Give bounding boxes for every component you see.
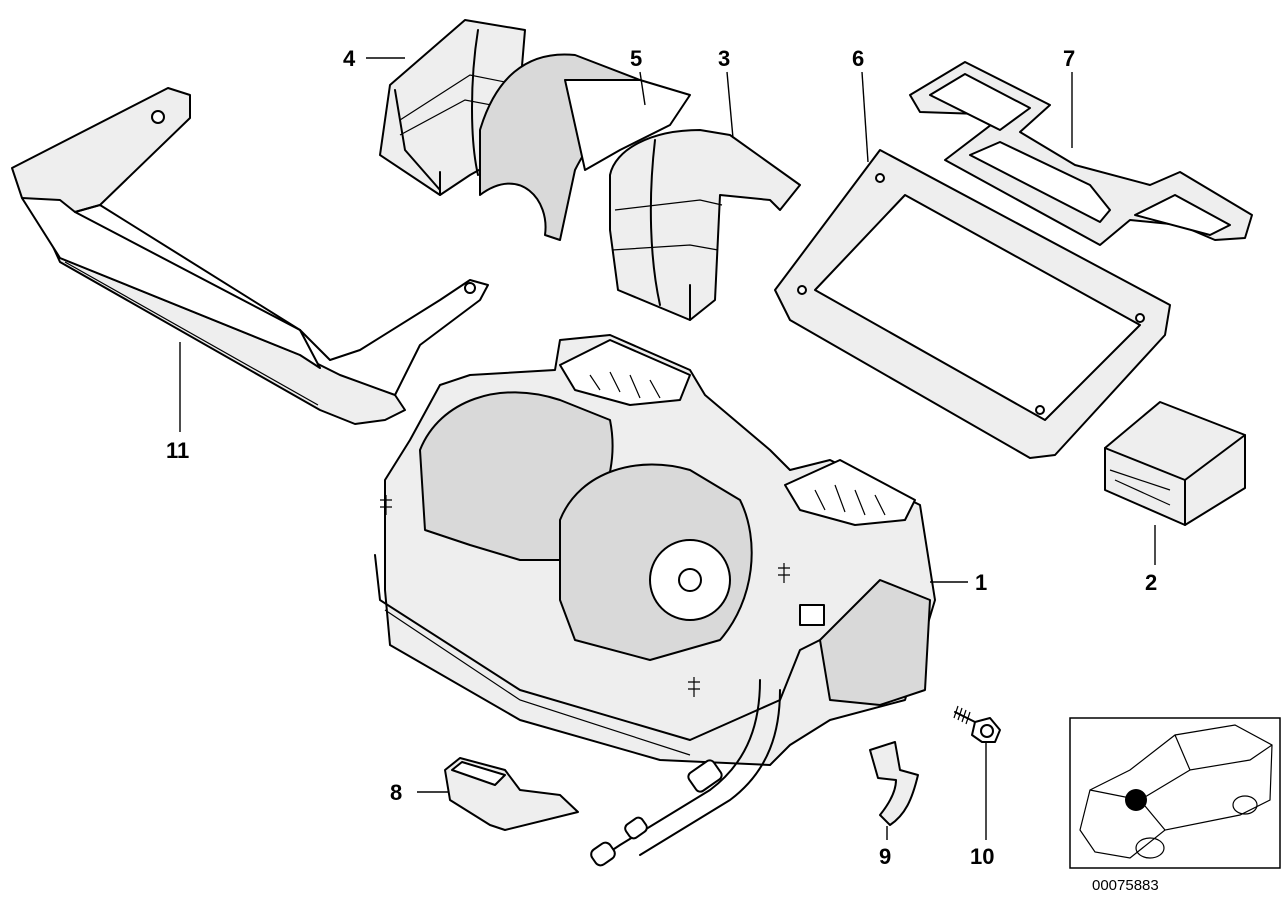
- callout-4: 4: [343, 46, 356, 71]
- callout-3: 3: [718, 46, 730, 71]
- callout-5: 5: [630, 46, 642, 71]
- callout-labels: 4 5 3 6 7 11 1 2 8 9 10 00075883: [166, 46, 1159, 894]
- car-location-inset: [1069, 717, 1281, 869]
- leader-lines: [179, 57, 1156, 840]
- callout-1: 1: [975, 570, 987, 595]
- reference-number: 00075883: [1092, 877, 1159, 894]
- part-1-blower-housing[interactable]: [374, 334, 936, 868]
- callout-9: 9: [879, 844, 891, 869]
- part-6-filter-frame[interactable]: [774, 149, 1171, 459]
- part-7-gasket[interactable]: [909, 61, 1253, 246]
- callout-11: 11: [166, 438, 189, 463]
- part-8-duct-piece[interactable]: [444, 757, 579, 831]
- callout-2: 2: [1145, 570, 1157, 595]
- callout-6: 6: [852, 46, 864, 71]
- callout-10: 10: [970, 844, 994, 869]
- part-11-duct-cover[interactable]: [11, 87, 489, 425]
- part-10-screw[interactable]: [953, 705, 1001, 743]
- part-3-fan-housing-half[interactable]: [609, 129, 801, 321]
- callout-8: 8: [390, 780, 402, 805]
- part-5-fan-housing-shell[interactable]: [479, 53, 691, 241]
- location-marker: [1125, 789, 1147, 811]
- callout-7: 7: [1063, 46, 1075, 71]
- part-2-filter-element[interactable]: [1104, 401, 1246, 526]
- part-9-clip[interactable]: [869, 741, 919, 826]
